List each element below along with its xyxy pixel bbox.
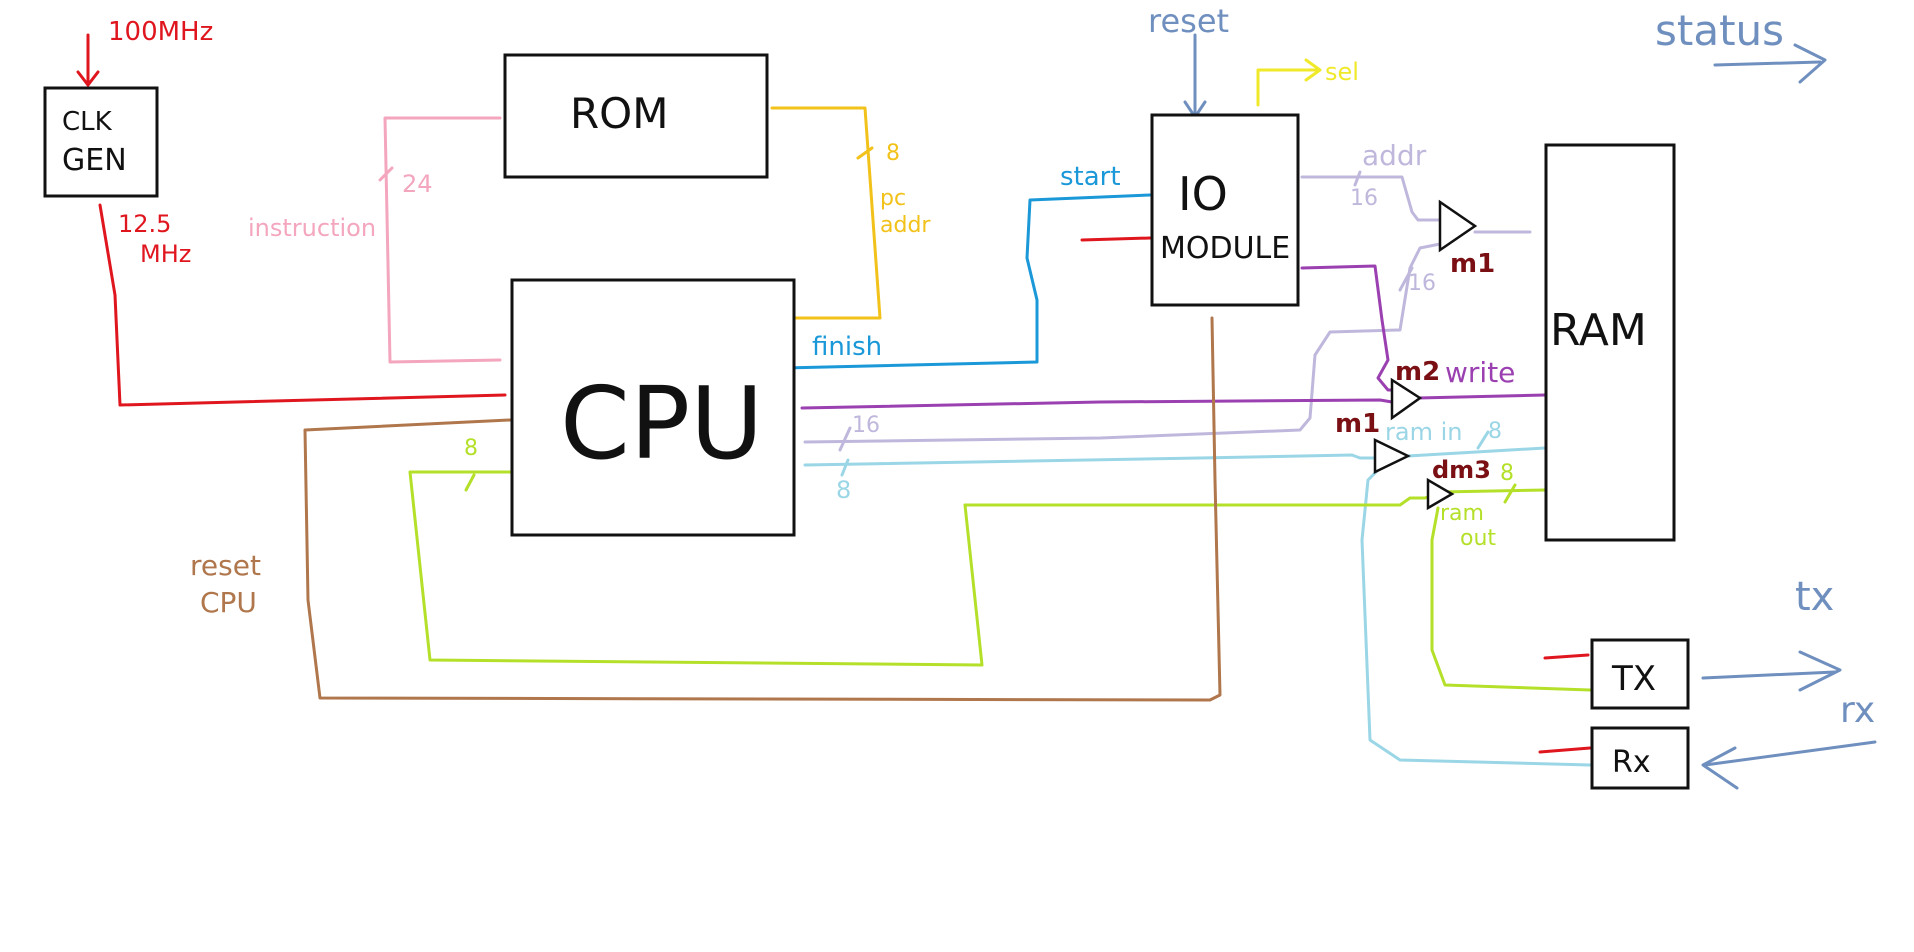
rx-ctrl-wire (1538, 746, 1592, 754)
rom-label: ROM (570, 89, 668, 138)
cpu-out-width-label: 8 (464, 436, 478, 461)
pc-addr-label-line1: pc (880, 186, 906, 211)
ram-out-width-tick (1503, 483, 1517, 504)
m2-mux (1390, 377, 1423, 421)
cpu-addr-wire (803, 242, 1442, 444)
ram-out-label-line2: out (1460, 526, 1496, 551)
clk-to-cpu-wire (98, 203, 507, 407)
ram-out-to-cpu-wire (408, 470, 984, 667)
sel-arrowhead (1304, 58, 1322, 82)
clk-gen-block (43, 86, 159, 198)
ram-out-to-tx-wire (1430, 506, 1592, 692)
status-label: status (1655, 6, 1784, 55)
m2-label: m2 (1395, 357, 1440, 387)
cpu-data-width-label: 8 (836, 476, 851, 504)
cpu-block (510, 278, 796, 537)
io-addr-width-tick (1353, 170, 1362, 187)
rx-line-label: rx (1840, 690, 1875, 731)
tx-output-wire (1701, 670, 1837, 680)
m2-to-ram-wire (1416, 393, 1547, 400)
pc-width-label: 8 (886, 141, 900, 166)
clk-gen-label-line2: GEN (62, 143, 127, 178)
instruction-label: instruction (248, 214, 376, 242)
m1b-to-ram-wire (1406, 446, 1547, 458)
tx-line-label: tx (1795, 574, 1834, 620)
rx-input-arrowhead (1701, 746, 1739, 790)
cpu-label: CPU (560, 365, 763, 482)
m1b-mux (1373, 438, 1411, 474)
m1-addr-width-tick (1398, 266, 1414, 292)
reset-cpu-label-line1: reset (190, 549, 261, 582)
sel-label: sel (1325, 58, 1359, 86)
rx-block (1590, 726, 1690, 790)
instruction-width-label: 24 (402, 170, 433, 198)
ram-block (1544, 143, 1676, 542)
write-label: write (1445, 356, 1515, 389)
tx-label: TX (1611, 659, 1656, 699)
m1-addr-width-label: 16 (1408, 271, 1436, 296)
cpu-ram-in-wire (803, 453, 1377, 467)
pc-addr-wire (770, 106, 882, 320)
tx-ctrl-wire (1543, 653, 1590, 660)
ram-out-label-line1: ram (1440, 501, 1484, 526)
m1-mux (1438, 199, 1478, 253)
start-label: start (1060, 162, 1121, 192)
dm3-label: dm3 (1432, 456, 1491, 484)
dm3-mux (1426, 477, 1455, 511)
status-arrowhead (1793, 43, 1827, 84)
clk-out-label-line1: 12.5 (118, 210, 171, 238)
cpu-out-width-tick (464, 473, 476, 492)
ram-in-width-label: 8 (1488, 419, 1502, 444)
reset-cpu-wire (303, 316, 1222, 702)
io-write-wire (1300, 264, 1394, 392)
io-module-label-line1: IO (1178, 167, 1228, 221)
m1-label: m1 (1450, 249, 1495, 279)
cpu-write-wire (800, 398, 1394, 410)
io-ctrl-wire (1080, 236, 1152, 242)
io-module-block (1150, 113, 1300, 307)
io-addr-wire (1300, 175, 1442, 222)
ram-out-width-label: 8 (1500, 461, 1514, 486)
instruction-width-tick (378, 166, 394, 182)
m1b-label: m1 (1335, 409, 1380, 439)
rx-label: Rx (1612, 745, 1651, 780)
instruction-wire (383, 116, 502, 364)
tx-block (1590, 638, 1690, 710)
rx-ram-in-wire (1360, 468, 1592, 767)
ram-label: RAM (1550, 305, 1647, 356)
pc-width-tick (856, 146, 874, 160)
cpu-addr-width-tick (838, 426, 852, 452)
cpu-addr-width-label: 16 (852, 413, 880, 438)
cpu-data-width-tick (840, 458, 850, 477)
sel-wire (1256, 68, 1320, 107)
clk-gen-label-line1: CLK (62, 107, 113, 137)
clk-out-label-line2: MHz (140, 240, 191, 268)
rom-block (503, 53, 769, 179)
addr-width-label: 16 (1350, 186, 1378, 211)
clk-in-label: 100MHz (108, 17, 213, 47)
rx-input-wire (1703, 740, 1877, 767)
ram-in-width-tick (1476, 430, 1490, 450)
finish-label: finish (812, 332, 882, 362)
addr-label: addr (1362, 139, 1427, 172)
io-module-label-line2: MODULE (1160, 231, 1290, 266)
reset-cpu-label-line2: CPU (200, 586, 257, 619)
pc-addr-label-line2: addr (880, 213, 931, 238)
ram-in-label: ram in (1385, 418, 1462, 446)
clk-input-arrowhead (76, 70, 100, 87)
tx-output-arrowhead (1798, 650, 1842, 692)
finish-start-wire (782, 193, 1152, 370)
reset-label: reset (1148, 2, 1229, 40)
status-arrow-line (1713, 60, 1822, 67)
